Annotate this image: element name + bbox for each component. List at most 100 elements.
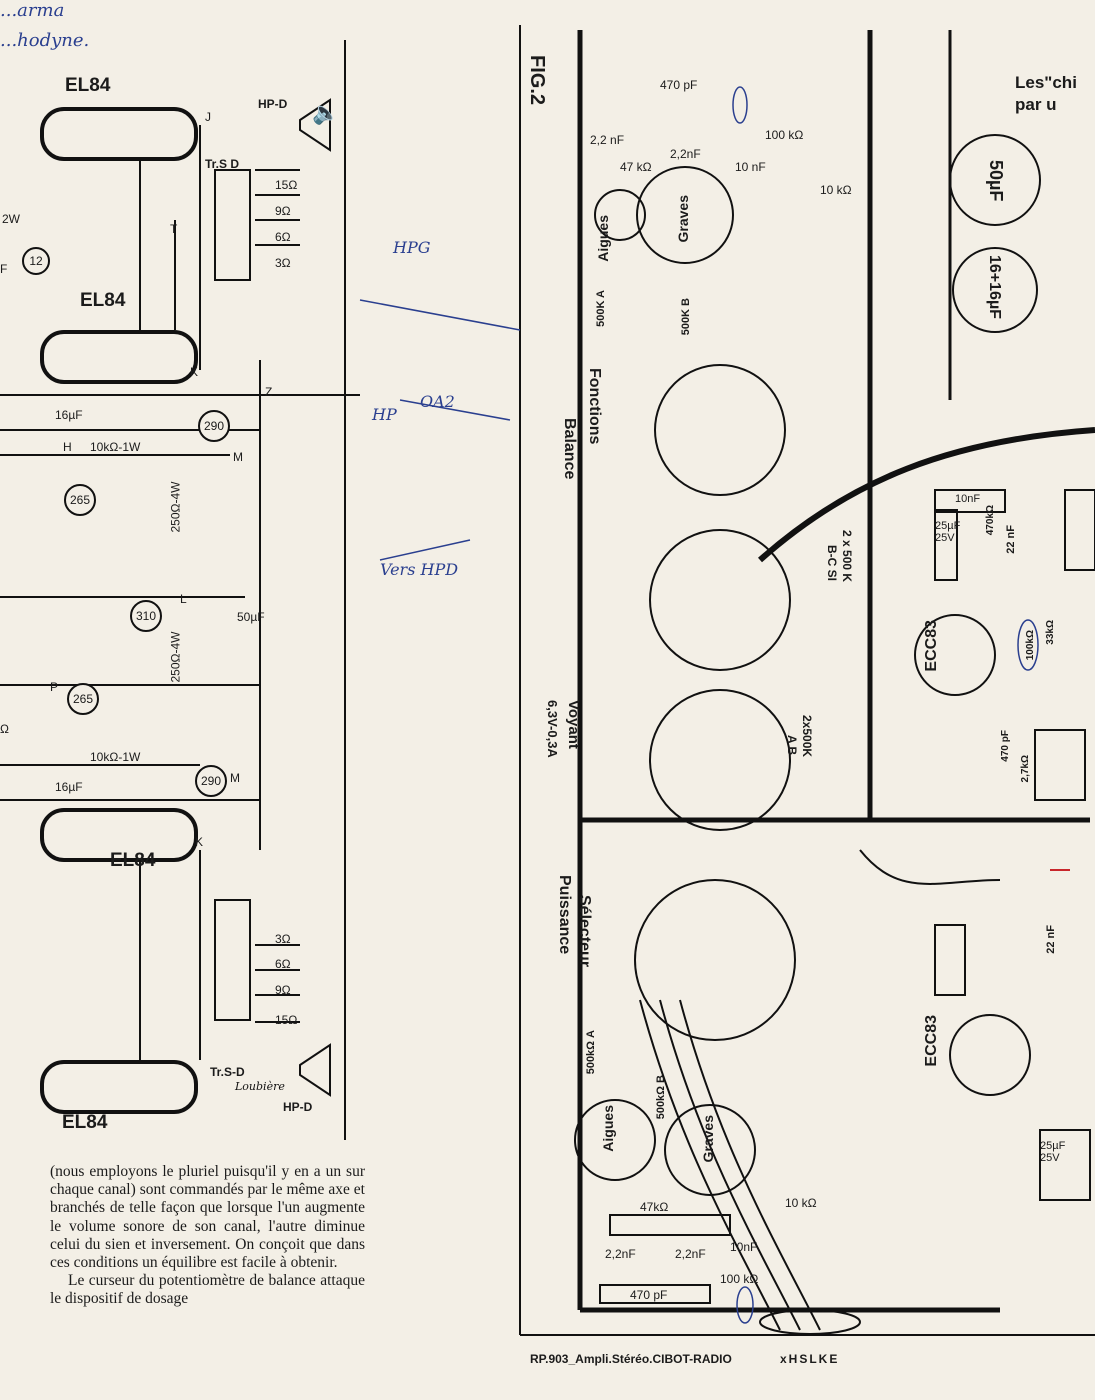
component-label: 22 nF	[1005, 525, 1017, 554]
component-label: 10kΩ-1W	[90, 440, 141, 454]
tube-label: ECC83	[923, 620, 940, 672]
handwritten-note: OA2	[420, 392, 455, 411]
tube-label: ECC83	[923, 1015, 940, 1067]
component-label: 100kΩ	[1025, 630, 1036, 661]
component-label: 16+16µF	[986, 255, 1003, 319]
tube-label: EL84	[65, 75, 111, 96]
speaker-icon: 🔈	[312, 100, 340, 125]
tap-label: 9Ω	[275, 983, 291, 997]
handwritten-note: HPG	[393, 238, 431, 257]
component-label: 33kΩ	[1045, 620, 1056, 645]
component-label: 2,7kΩ	[1020, 755, 1031, 783]
voltage-marker: 265	[64, 484, 96, 516]
component-label: 470 pF	[1000, 730, 1011, 762]
node-label: Z	[265, 385, 273, 399]
component-label: Ω	[0, 722, 9, 736]
node-label: L	[180, 592, 187, 606]
tube-el84-2	[40, 330, 198, 384]
node-label: P	[50, 680, 59, 694]
control-label: 500K B	[680, 298, 692, 336]
voltage-marker: 12	[22, 247, 50, 275]
component-label: 16µF	[55, 780, 83, 794]
article-text: (nous employons le pluriel puisqu'il y e…	[50, 1163, 365, 1309]
control-label: 500K A	[595, 290, 607, 327]
component-label: 100 kΩ	[720, 1272, 759, 1286]
tube-label: EL84	[80, 290, 126, 311]
figure-header-line: Les"chi	[1015, 73, 1077, 92]
control-label: Graves	[675, 195, 691, 243]
handwritten-note-1: ...arma	[0, 0, 65, 21]
control-label: 6,3V-0,3A	[545, 700, 560, 758]
control-label: Graves	[700, 1115, 716, 1163]
node-label: K	[195, 835, 204, 849]
component-label: 470 pF	[630, 1288, 668, 1302]
component-label: 2W	[2, 212, 20, 226]
component-label: 470kΩ	[985, 505, 996, 536]
speaker-label: HP-D	[283, 1100, 313, 1114]
control-label: Balance	[561, 418, 578, 480]
component-label: 2,2nF	[675, 1247, 706, 1261]
component-label: 22 nF	[1045, 925, 1057, 954]
component-label: 2,2nF	[605, 1247, 636, 1261]
node-label: H	[63, 440, 72, 454]
figure-header: Les"chi par u	[1015, 72, 1077, 116]
tube-label: EL84	[62, 1112, 108, 1133]
component-label: 10 nF	[735, 160, 766, 174]
control-label: 2x500K	[800, 715, 814, 758]
tap-label: 15Ω	[275, 1013, 298, 1027]
control-label: A B	[785, 735, 799, 756]
voltage-marker: 290	[198, 410, 230, 442]
node-label: T	[170, 222, 178, 236]
node-label: K	[190, 365, 199, 379]
tube-el84-3	[40, 808, 198, 862]
node-label: J	[205, 110, 211, 124]
tap-label: 15Ω	[275, 178, 298, 192]
speaker-label: HP-D	[258, 97, 288, 111]
component-label: F	[0, 262, 8, 276]
component-label: 10 kΩ	[820, 183, 852, 197]
component-label: 2,2nF	[670, 147, 701, 161]
figure-label: FIG.2	[526, 55, 548, 106]
tap-label: 3Ω	[275, 256, 291, 270]
connector-pin-labels: xHSLKE	[780, 1352, 840, 1366]
component-label: 25µF 25V	[1040, 1140, 1066, 1164]
transformer-label: Tr.S D	[205, 157, 240, 171]
handwritten-note: Vers HPD	[380, 560, 459, 579]
component-label: 2,2 nF	[590, 133, 625, 147]
control-label: Voyant	[565, 700, 582, 749]
component-label: 470 pF	[660, 78, 698, 92]
component-label: 100 kΩ	[765, 128, 804, 142]
control-label: Fonctions	[586, 368, 603, 445]
tube-el84-4	[40, 1060, 198, 1114]
handwritten-note: HP	[372, 405, 397, 424]
control-label: 500kΩ A	[585, 1030, 597, 1075]
component-label: 16µF	[55, 408, 83, 422]
control-label: Sélecteur	[576, 895, 593, 968]
handwritten-note-2: ...hodyne.	[0, 30, 90, 51]
tube-el84-1	[40, 107, 198, 161]
control-label: B-C SI	[825, 545, 839, 581]
node-label: M	[233, 450, 243, 464]
node-label: M	[230, 771, 240, 785]
figure-header-line: par u	[1015, 95, 1057, 114]
tap-label: 6Ω	[275, 957, 291, 971]
voltage-marker: 310	[130, 600, 162, 632]
component-label: 50µF	[986, 160, 1006, 202]
article-paragraph: (nous employons le pluriel puisqu'il y e…	[50, 1163, 365, 1272]
control-label: 2 x 500 K	[840, 530, 854, 583]
component-label: 250Ω-4W	[168, 631, 183, 683]
component-label: 10nF	[955, 493, 981, 505]
voltage-marker: 290	[195, 765, 227, 797]
component-label: 50µF	[237, 610, 265, 624]
signature: Loubière	[235, 1080, 285, 1093]
component-label: 47kΩ	[640, 1200, 669, 1214]
component-label: 47 kΩ	[620, 160, 652, 174]
article-paragraph: Le curseur du potentiomètre de balance a…	[50, 1272, 365, 1308]
tap-label: 3Ω	[275, 932, 291, 946]
control-label: Aigues	[600, 1105, 616, 1152]
transformer-label: Tr.S-D	[210, 1065, 245, 1079]
tap-label: 6Ω	[275, 230, 291, 244]
component-label: 10 kΩ	[785, 1196, 817, 1210]
component-label: 25µF 25V	[935, 520, 961, 544]
